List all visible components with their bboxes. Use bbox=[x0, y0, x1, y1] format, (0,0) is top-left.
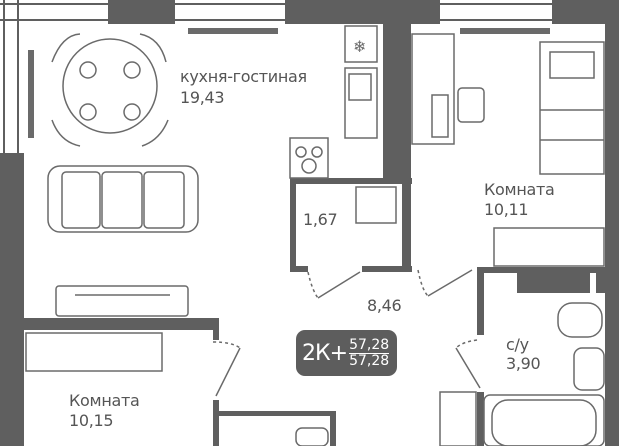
bathroom-sink bbox=[573, 347, 605, 391]
tv-stand bbox=[55, 285, 189, 317]
shoe-rack bbox=[439, 391, 477, 446]
doors bbox=[212, 269, 481, 397]
sink bbox=[344, 67, 378, 139]
sofa bbox=[47, 165, 199, 233]
desk bbox=[411, 33, 455, 145]
area-fraction: 57,28 57,28 bbox=[349, 336, 390, 369]
apartment-type: 2К+ bbox=[302, 340, 348, 366]
bathroom-name: с/у bbox=[506, 335, 529, 354]
stove bbox=[289, 137, 329, 179]
bathroom-area: 3,90 bbox=[506, 354, 541, 373]
room-right-name: Комната bbox=[484, 180, 555, 199]
small-sink bbox=[295, 427, 329, 446]
room-right-area: 10,11 bbox=[484, 200, 529, 219]
room-left-area: 10,15 bbox=[69, 411, 114, 430]
radiators bbox=[28, 28, 550, 138]
chair bbox=[457, 87, 485, 123]
windows bbox=[0, 0, 552, 153]
bed bbox=[539, 41, 605, 175]
washing-machine bbox=[355, 186, 397, 224]
dining-table bbox=[62, 38, 158, 134]
apartment-badge: 2К+ 57,28 57,28 bbox=[296, 330, 397, 376]
bathtub bbox=[483, 394, 605, 446]
fridge bbox=[344, 25, 378, 63]
storage-area: 1,67 bbox=[303, 210, 338, 229]
furniture: ❄ bbox=[25, 25, 605, 446]
wardrobe-right bbox=[493, 227, 605, 267]
hall-area: 8,46 bbox=[367, 296, 402, 315]
total-area: 57,28 bbox=[349, 336, 390, 354]
kitchen-living-area: 19,43 bbox=[180, 88, 225, 107]
room-left-name: Комната bbox=[69, 391, 140, 410]
toilet bbox=[557, 302, 603, 338]
kitchen-living-name: кухня-гостиная bbox=[180, 67, 307, 86]
wardrobe-left bbox=[25, 332, 163, 372]
svg-text:❄: ❄ bbox=[353, 37, 366, 56]
living-area: 57,28 bbox=[349, 352, 390, 369]
